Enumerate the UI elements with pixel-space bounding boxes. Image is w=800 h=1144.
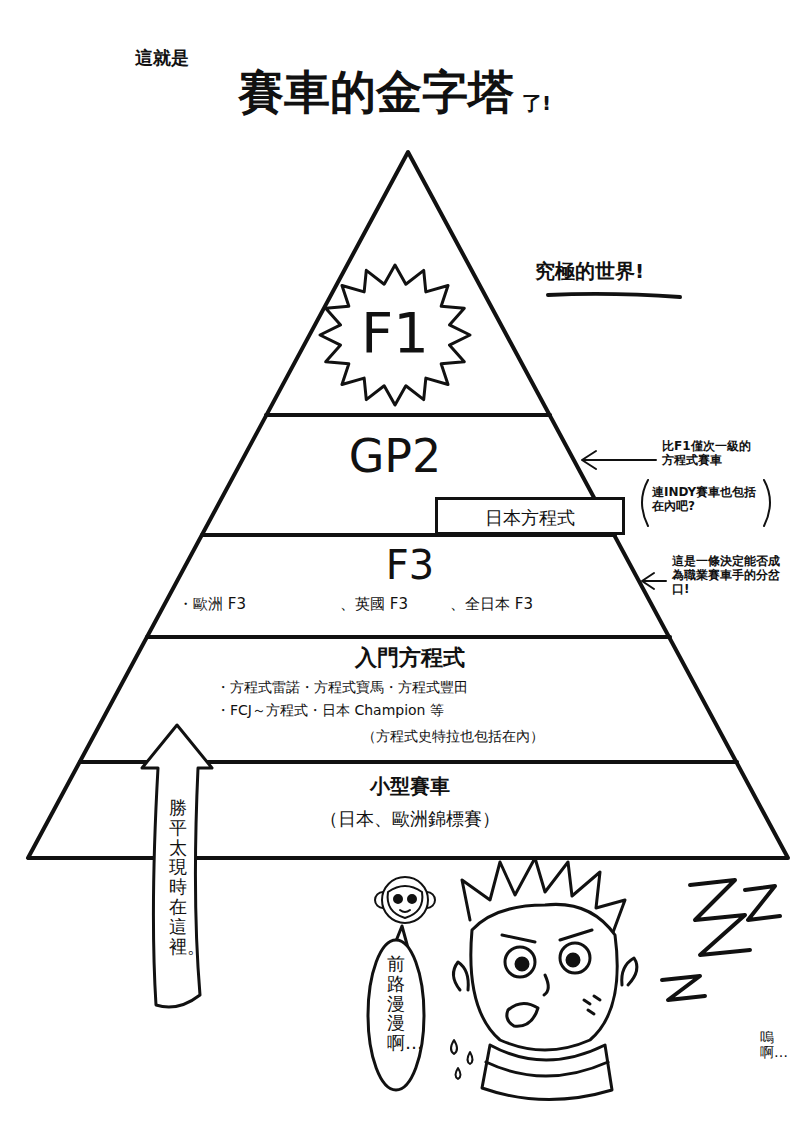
tier-title: 入門方程式 bbox=[140, 645, 680, 670]
tier-item: ・FCJ～方程式・日本 Champion 等 bbox=[216, 702, 444, 718]
tier-item: 、英國 F3 bbox=[340, 596, 408, 613]
vertical-label: 前路漫漫啊… bbox=[387, 954, 405, 1053]
callout-arrow bbox=[582, 451, 656, 469]
pyramid-outline bbox=[28, 152, 788, 858]
tier-band: GP2日本方程式 bbox=[230, 420, 560, 535]
starburst-tier: F1 bbox=[320, 265, 470, 405]
shock-marks bbox=[662, 880, 780, 1000]
underline bbox=[548, 294, 680, 297]
speech-bubble: 前路漫漫啊… bbox=[368, 940, 424, 1090]
title-suffix: 了! bbox=[522, 92, 551, 115]
sound-effect: 嗚啊… bbox=[760, 1030, 774, 1061]
bracket bbox=[764, 480, 770, 526]
tier-band: 入門方程式・方程式雷諾・方程式寶馬・方程式豐田・FCJ～方程式・日本 Champ… bbox=[140, 640, 680, 760]
bracket bbox=[642, 480, 648, 526]
vertical-label: 勝平太現時在這裡。 bbox=[169, 798, 187, 956]
callout-arrow bbox=[642, 573, 666, 589]
tier-title: F3 bbox=[150, 542, 670, 588]
tier-title: F1 bbox=[320, 301, 470, 365]
tier-line bbox=[266, 413, 550, 417]
tier-title: GP2 bbox=[230, 430, 560, 483]
note-label: 究極的世界! bbox=[535, 260, 644, 283]
curved-arrow: 勝平太現時在這裡。 bbox=[158, 790, 198, 1005]
tier-band: F3 ・歐洲 F3 、英國 F3 、全日本 F3 bbox=[150, 538, 670, 634]
tier-item: 、全日本 F3 bbox=[450, 596, 533, 613]
tier-item: ・方程式雷諾・方程式寶馬・方程式豐田 bbox=[216, 679, 468, 695]
title-prefix: 這就是 bbox=[135, 48, 189, 69]
tier-item: ・歐洲 F3 bbox=[178, 596, 246, 613]
callout-note: 這是一條決定能否成為職業賽車手的分岔口! bbox=[672, 555, 784, 596]
tier-item: （方程式史特拉也包括在內） bbox=[362, 728, 544, 744]
tier-title: 日本方程式 bbox=[438, 508, 622, 529]
callout-note: 比F1僅次一級的方程式賽車 bbox=[662, 440, 762, 468]
monkey-figure bbox=[375, 877, 435, 923]
diagram-title: 賽車的金字塔 bbox=[238, 66, 514, 119]
process-box: 日本方程式 bbox=[435, 497, 625, 535]
callout-note: 連INDY賽車也包括在內吧? bbox=[652, 486, 760, 514]
tier-line bbox=[147, 635, 670, 639]
boy-figure bbox=[451, 858, 637, 1100]
